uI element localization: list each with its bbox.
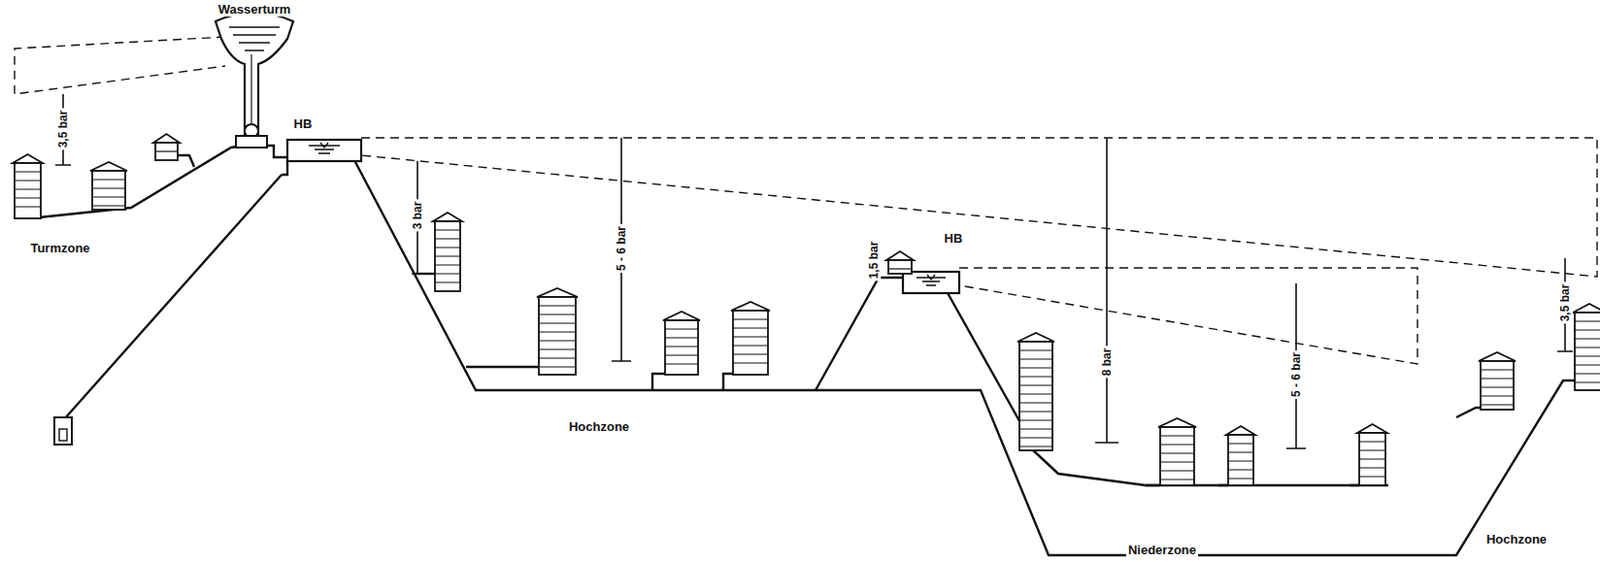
well: [54, 417, 72, 445]
house: [1572, 303, 1600, 391]
house: [663, 311, 700, 375]
pressure-value: 3,5 bar: [1558, 282, 1572, 325]
pressure-lines: [14, 36, 1598, 365]
house: [1478, 352, 1516, 410]
service-line: [723, 373, 734, 391]
service-line: [1456, 407, 1481, 418]
house: [886, 251, 914, 274]
riser: [281, 160, 288, 175]
house: [1226, 426, 1256, 486]
reservoir-label: HB: [942, 232, 966, 246]
house: [1158, 418, 1197, 486]
service-line: [466, 366, 539, 368]
house: [90, 162, 128, 210]
dimension-lines: [55, 94, 1573, 449]
hb2-supply: [815, 277, 903, 391]
reservoir-label: HB: [292, 117, 315, 132]
zone-name: Turmzone: [28, 241, 92, 256]
pressure-value: 5 - 6 bar: [1289, 350, 1303, 400]
zone-name: Hochzone: [566, 420, 632, 434]
service-line: [652, 373, 666, 391]
house: [12, 154, 43, 219]
house: [1357, 424, 1388, 486]
pressure-value: 5 - 6 bar: [614, 224, 629, 273]
house: [536, 288, 578, 375]
house: [153, 133, 180, 161]
reservoir-hb: [902, 271, 960, 294]
turmzone-pipe: [38, 145, 243, 218]
pipes-terrain: [38, 145, 1600, 556]
zone-name: Hochzone: [1484, 533, 1549, 547]
pressure-value: 3 bar: [410, 200, 425, 233]
well-pipe: [64, 174, 282, 420]
service-line: [177, 155, 195, 167]
pressure-value: 8 bar: [1100, 346, 1114, 379]
house: [731, 301, 770, 375]
house: [1017, 333, 1055, 451]
niederzone-pipe: [1031, 448, 1389, 486]
tower-pressure-envelope: [14, 36, 226, 95]
pressure-value: 1,5 bar: [866, 239, 881, 282]
pressure-value: 3,5 bar: [56, 108, 70, 151]
reservoirs: [287, 139, 960, 294]
houses: [12, 133, 1600, 486]
building-name: Wasserturm: [216, 2, 294, 17]
water-tower: [215, 12, 294, 148]
reservoir-hb: [287, 139, 362, 162]
house: [433, 212, 463, 292]
hochzone-pressure-envelope: [361, 137, 1598, 277]
main-pipe: [354, 160, 1600, 556]
zone-name: Niederzone: [1126, 543, 1199, 558]
